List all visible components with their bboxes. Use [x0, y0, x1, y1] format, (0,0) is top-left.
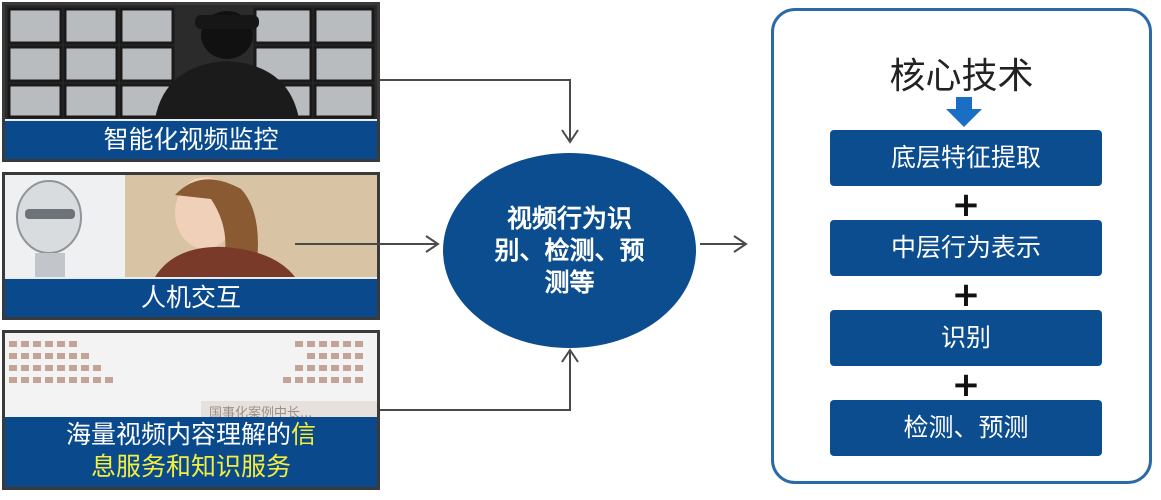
- step-mid-level-representation: 中层行为表示: [830, 220, 1102, 276]
- plus-icon: +: [951, 185, 981, 225]
- surveillance-caption: 智能化视频监控: [5, 121, 377, 159]
- core-technology-panel: 核心技术 底层特征提取 + 中层行为表示 + 识别 + 检测、预测: [771, 8, 1152, 484]
- massive-video-caption-line2-highlight: 息服务: [90, 452, 166, 481]
- plus-icon: +: [951, 365, 981, 405]
- arrowhead-bottom: [561, 348, 579, 363]
- guard-silhouette-icon: [155, 11, 299, 119]
- massive-video-card: 国事化案例中长... 海量视频内容理解的信 息服务和知识服务: [2, 330, 380, 490]
- video-wall-photo: 国事化案例中长...: [5, 333, 377, 421]
- surveillance-card: 智能化视频监控: [2, 2, 380, 162]
- hci-card: 人机交互: [2, 172, 380, 320]
- hci-photo: [5, 175, 377, 277]
- plus-icon: +: [951, 275, 981, 315]
- step-detection-prediction: 检测、预测: [830, 400, 1102, 456]
- arrow-surveillance-to-center: [380, 79, 571, 140]
- surveillance-photo: [5, 5, 377, 119]
- down-arrow-icon: [946, 97, 982, 127]
- arrow-massive-to-center: [380, 352, 571, 411]
- arrowhead-right: [733, 235, 748, 253]
- step-low-level-features: 底层特征提取: [830, 130, 1102, 186]
- robot-head-icon: [16, 180, 82, 277]
- arrowhead-top: [561, 129, 579, 144]
- massive-video-caption: 海量视频内容理解的信 息服务和知识服务: [5, 417, 377, 487]
- core-technology-title: 核心技术: [889, 56, 1034, 97]
- massive-video-caption-highlight: 信: [291, 420, 317, 449]
- arrowhead-left: [425, 235, 440, 253]
- woman-photo-icon: [125, 175, 377, 277]
- step-recognition: 识别: [830, 310, 1102, 366]
- behavior-recognition-node: 视频行为识别、检测、预测等: [443, 153, 696, 348]
- behavior-recognition-label: 视频行为识别、检测、预测等: [494, 203, 645, 297]
- massive-video-caption-line1: 海量视频内容理解的: [65, 420, 291, 449]
- massive-video-caption-line2: 和知识服务: [166, 452, 292, 481]
- hci-caption: 人机交互: [5, 279, 377, 317]
